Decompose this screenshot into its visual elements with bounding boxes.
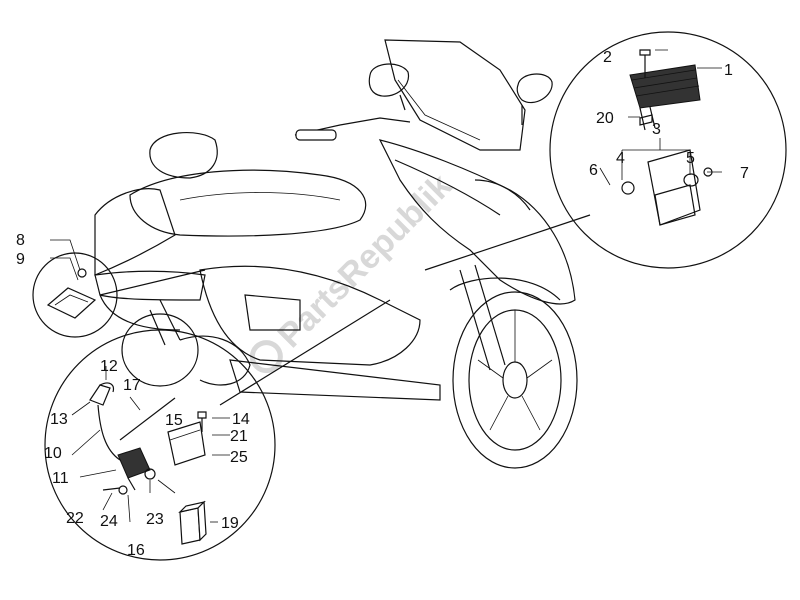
screw-part: [639, 49, 651, 78]
part-label-25: 25: [230, 449, 248, 466]
detail-circle-clip: [32, 239, 118, 338]
regulator-part: [629, 64, 701, 109]
watermark-logo: PartsRepublik: [249, 167, 460, 374]
scooter-illustration: [94, 39, 578, 469]
detail-circle-regulator: [549, 31, 787, 269]
part-label-9: 9: [16, 251, 25, 268]
part-label-21: 21: [230, 428, 248, 445]
watermark-text: PartsRepublik: [271, 167, 460, 356]
detail-circle-relay: [44, 329, 276, 561]
part-label-20: 20: [596, 110, 614, 127]
part-label-5: 5: [686, 150, 695, 167]
part-label-16: 16: [127, 542, 145, 559]
part-label-22: 22: [66, 510, 84, 527]
part-label-2: 2: [603, 49, 612, 66]
leader-line: [424, 214, 591, 271]
relay-part: [117, 447, 151, 479]
clip-part: [46, 287, 97, 319]
part-label-13: 13: [50, 411, 68, 428]
leader-line: [99, 269, 206, 296]
part-label-15: 15: [165, 412, 183, 429]
part-label-8: 8: [16, 232, 25, 249]
part-label-4: 4: [616, 150, 625, 167]
part-label-1: 1: [724, 62, 733, 79]
part-label-6: 6: [589, 162, 598, 179]
part-label-14: 14: [232, 411, 250, 428]
leader-line: [219, 299, 391, 406]
part-label-19: 19: [221, 515, 239, 532]
part-labels: 1 2 3 4 5 6 7 8 9 10 11 12 13 14 15 16 1…: [16, 49, 749, 559]
part-label-11: 11: [52, 470, 69, 487]
part-label-12: 12: [100, 358, 118, 375]
part-label-3: 3: [652, 121, 661, 138]
part-19-box: [178, 500, 218, 545]
part-label-7: 7: [740, 165, 749, 182]
part-label-23: 23: [146, 511, 164, 528]
part-label-24: 24: [100, 513, 118, 530]
part-label-10: 10: [44, 445, 62, 462]
part-label-17: 17: [123, 377, 141, 394]
